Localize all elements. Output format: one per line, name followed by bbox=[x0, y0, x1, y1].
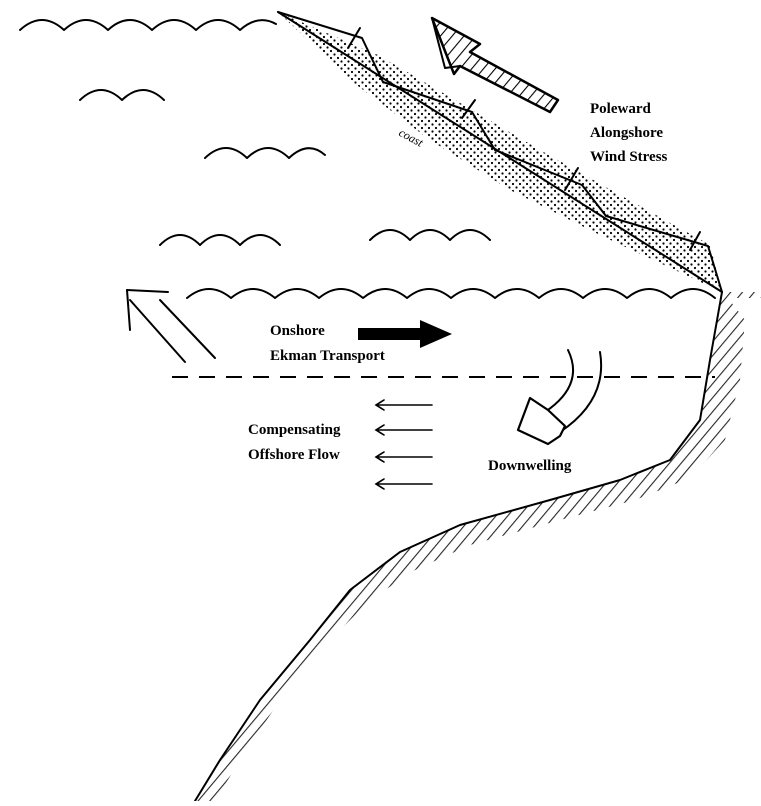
land-seafloor bbox=[195, 292, 761, 801]
transport-label-line2: Ekman Transport bbox=[270, 348, 385, 364]
flow-label-line1: Compensating bbox=[248, 422, 341, 438]
transport-label-line1: Onshore bbox=[270, 323, 325, 339]
wind-label-line2: Alongshore bbox=[590, 125, 663, 141]
flow-label-line2: Offshore Flow bbox=[248, 447, 340, 463]
onshore-transport-arrow bbox=[358, 320, 452, 348]
surface-waves-top bbox=[20, 20, 490, 245]
offshore-flow-arrows bbox=[376, 400, 432, 489]
wind-label-line3: Wind Stress bbox=[590, 149, 668, 165]
sea-surface-waves bbox=[187, 289, 715, 298]
downwelling-label: Downwelling bbox=[488, 458, 572, 474]
wind-label-line1: Poleward bbox=[590, 101, 651, 117]
surface-current-arrow bbox=[127, 290, 215, 362]
downwelling-arrows bbox=[518, 350, 601, 444]
